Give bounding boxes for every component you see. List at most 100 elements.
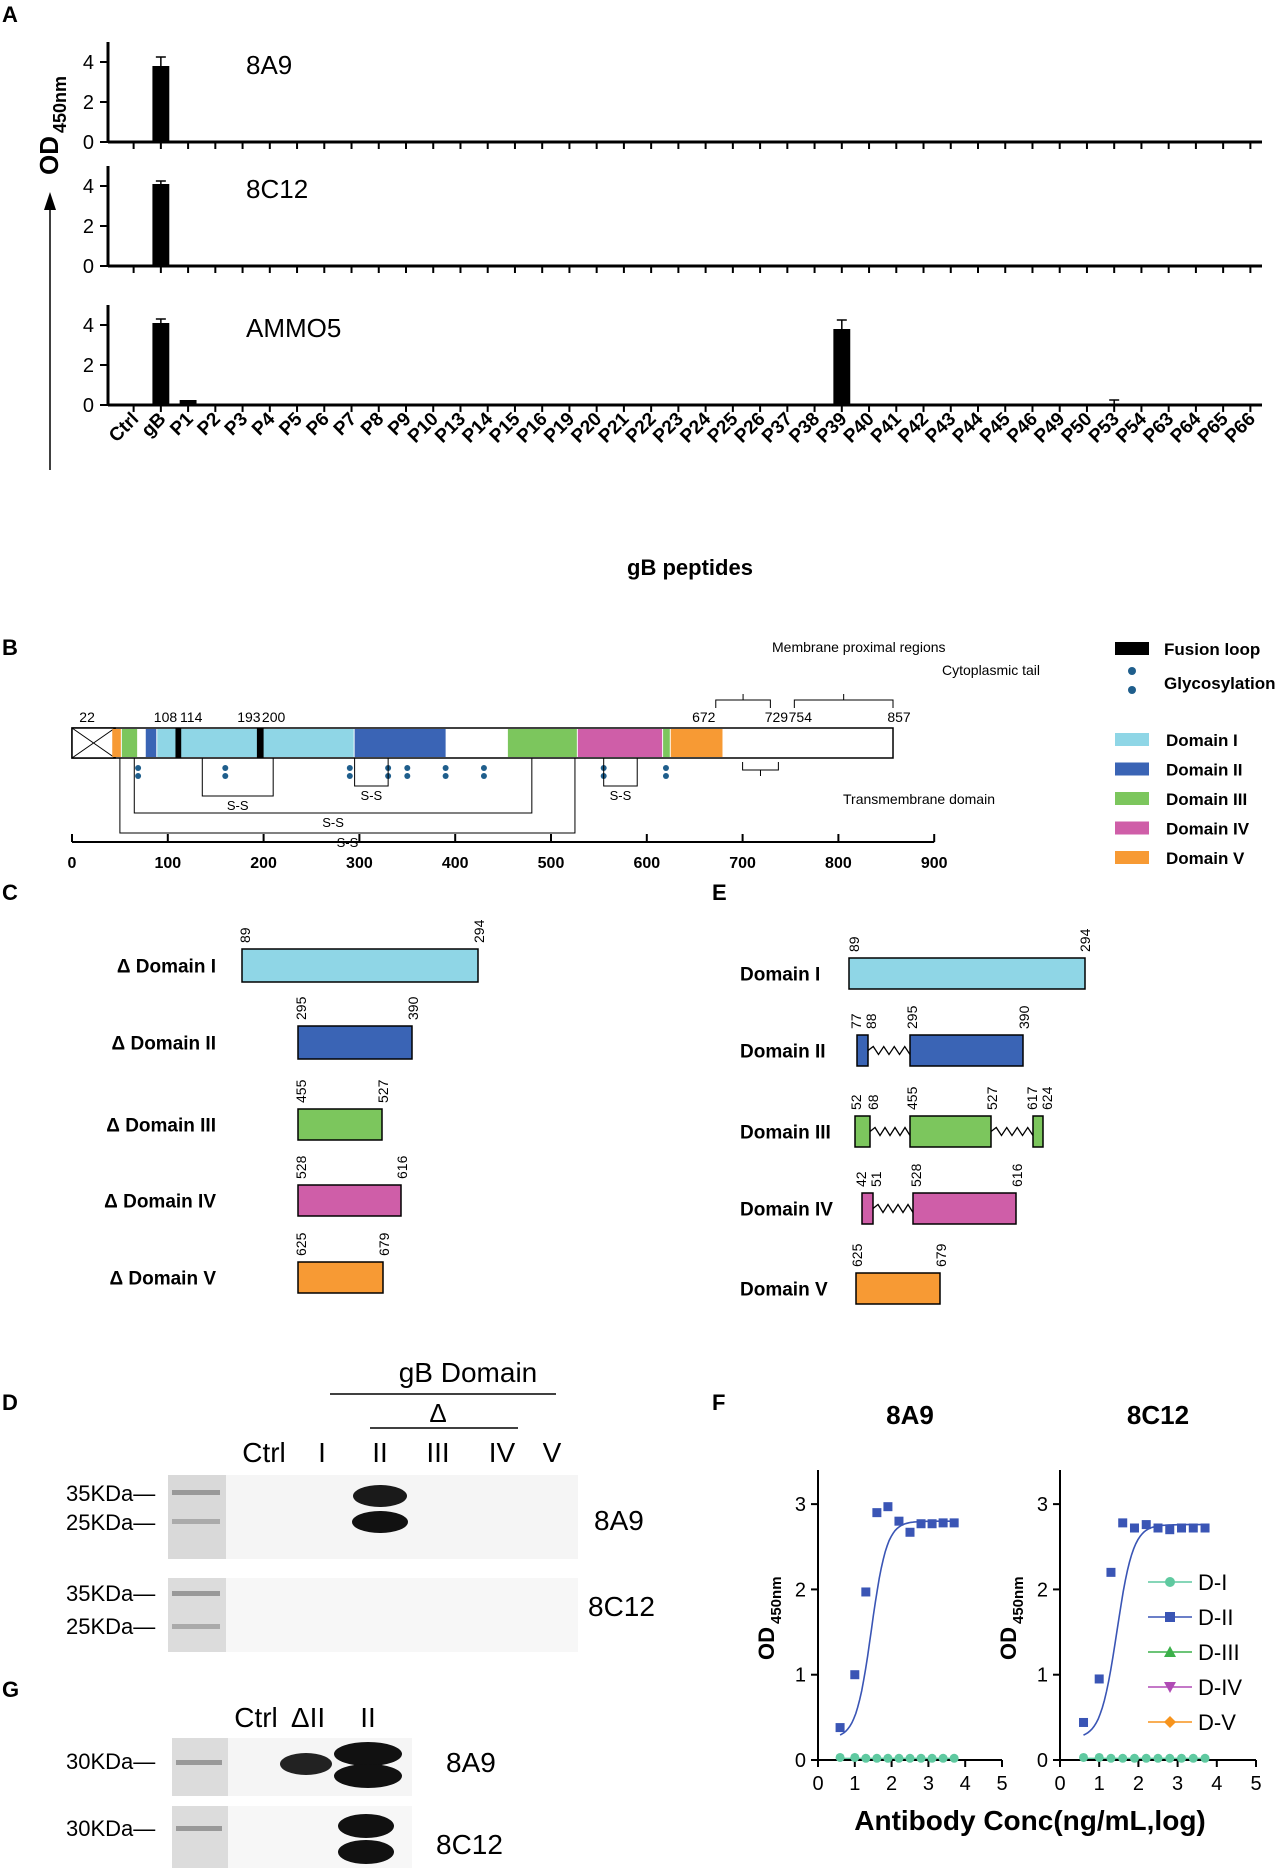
lane-g-ctrl: Ctrl <box>234 1702 278 1733</box>
panel-a-ytick-label-0: 4 <box>83 52 94 74</box>
ss-bridge-2 <box>354 758 389 787</box>
panel-a-ytick-label-2: 0 <box>83 395 94 417</box>
blot-g-8c12-band-ii-upper <box>338 1814 394 1838</box>
blot-8c12-ladder-lane <box>168 1578 226 1652</box>
signal-peptide-cross-b <box>71 727 116 759</box>
panel-letter-f: F <box>712 1390 725 1415</box>
point-d-i-8c12 <box>1106 1753 1116 1763</box>
blot-g-8a9-band-ii-upper <box>334 1742 402 1766</box>
panel-a-ytick-label-0: 0 <box>83 132 94 154</box>
position-label-857: 857 <box>887 709 911 725</box>
point-d-ii-8a9 <box>850 1670 860 1680</box>
legend-marker-d-v <box>1164 1716 1176 1728</box>
domain-segment-7 <box>663 729 670 757</box>
legend-marker-d-iv <box>1164 1682 1176 1693</box>
domain-construct-num-617: 617 <box>1024 1086 1040 1110</box>
delta-domain-start-5: 625 <box>293 1232 309 1256</box>
blot-8a9-ladder-lane <box>168 1475 226 1559</box>
panel-f-ytick-label-8c12-2: 2 <box>1037 1579 1048 1601</box>
blot-g-label-8a9: 8A9 <box>446 1747 496 1778</box>
marker-30kda-8c12: 30KDa— <box>66 1816 155 1841</box>
domain-segment-0 <box>112 729 121 757</box>
panel-f-ytick-label-8a9-3: 3 <box>795 1494 806 1516</box>
bar-8a9-p8 <box>370 141 388 142</box>
delta-domain-label-5: Δ Domain V <box>109 1269 216 1290</box>
sequence-axis-label-900: 900 <box>921 855 948 872</box>
domain-construct-num-527: 527 <box>984 1086 1000 1110</box>
domain-segment-3 <box>157 729 354 757</box>
domain-construct-num-42: 42 <box>853 1171 869 1187</box>
panel-letter-g: G <box>2 1677 19 1702</box>
fusion-loop-0 <box>175 728 182 758</box>
panel-a-arrow-head <box>44 192 56 210</box>
blot-8a9-ladder-band-35 <box>172 1490 220 1495</box>
series-label-ammo5: AMMO5 <box>246 313 341 343</box>
ss-bridge-4 <box>133 758 533 814</box>
glycosylation-icon <box>662 765 669 771</box>
panel-d-delta: Δ <box>429 1398 446 1428</box>
panel-f-ytick-label-8a9-2: 2 <box>795 1579 806 1601</box>
panel-a-ytick-label-0: 2 <box>83 92 94 114</box>
glycosylation-icon <box>1128 686 1136 694</box>
domain-construct-box-5-0 <box>855 1272 941 1305</box>
domain-construct-num-624: 624 <box>1039 1086 1055 1110</box>
delta-domain-end-3: 527 <box>375 1079 391 1103</box>
panel-f-title-8a9: 8A9 <box>886 1400 934 1430</box>
delta-domain-start-4: 528 <box>293 1155 309 1179</box>
legend-marker-d-i <box>1165 1577 1175 1587</box>
glycosylation-icon <box>480 765 487 771</box>
legend-marker-d-ii <box>1165 1612 1175 1622</box>
delta-domain-end-5: 679 <box>376 1232 392 1256</box>
glycosylation-icon <box>442 773 449 779</box>
domain-construct-num-455: 455 <box>904 1086 920 1110</box>
domain-segment-4 <box>354 729 446 757</box>
point-d-i-8a9 <box>905 1753 915 1763</box>
domain-construct-label-3: Domain III <box>740 1123 831 1144</box>
delta-domain-box-1 <box>241 948 479 983</box>
sequence-axis-label-600: 600 <box>633 855 660 872</box>
lane-i: I <box>318 1437 326 1468</box>
legend-label-domain-2: Domain II <box>1166 761 1243 780</box>
delta-domain-label-4: Δ Domain IV <box>104 1192 216 1213</box>
fit-curve-8a9 <box>839 1520 958 1736</box>
point-d-ii-8c12 <box>1153 1523 1163 1533</box>
delta-domain-label-3: Δ Domain III <box>106 1116 216 1137</box>
ss-bridge-3-label: S-S <box>610 788 632 803</box>
domain-construct-box-3-1 <box>909 1115 992 1148</box>
blot-g-8a9-ladder-band <box>176 1760 222 1765</box>
panel-letter-c: C <box>2 880 18 905</box>
domain-construct-box-3-2 <box>1032 1115 1044 1148</box>
blot-g-8a9-ladder-lane <box>172 1738 228 1796</box>
legend-swatch-fusion-loop <box>1115 642 1149 655</box>
panel-a-ytick-label-1: 2 <box>83 216 94 238</box>
blot-g-8c12-ladder-lane <box>172 1806 228 1868</box>
panel-a-ylabel-od: OD <box>34 136 64 175</box>
legend-swatch-domain-2 <box>1115 762 1149 776</box>
blot-g-8c12-band-ii-lower <box>338 1840 394 1864</box>
panel-f-ylabel-sub-8a9: 450nm <box>768 1576 785 1624</box>
legend-label-fusion-loop: Fusion loop <box>1164 640 1260 659</box>
position-label-672: 672 <box>692 709 716 725</box>
sequence-axis-label-800: 800 <box>825 855 852 872</box>
domain-segment-6 <box>577 729 663 757</box>
domain-construct-box-1-0 <box>848 957 1086 990</box>
blot-g-8a9-band-delta-ii <box>280 1753 332 1775</box>
panel-a-ytick-label-1: 0 <box>83 256 94 278</box>
linker-spring-3-1 <box>990 1126 1034 1137</box>
legend-swatch-domain-5 <box>1115 851 1149 864</box>
domain-construct-num-88: 88 <box>863 1013 879 1029</box>
point-d-ii-8a9 <box>883 1502 893 1512</box>
bar-8a9-gb <box>152 66 170 142</box>
panel-f-xtick-label-8c12-1: 1 <box>1094 1773 1105 1795</box>
point-d-i-8a9 <box>938 1753 948 1763</box>
domain-segment-2 <box>145 729 157 757</box>
domain-construct-num-68: 68 <box>865 1094 881 1110</box>
domain-construct-box-4-1 <box>912 1192 1017 1225</box>
point-d-ii-8a9 <box>916 1519 926 1529</box>
panel-f-xtick-label-8c12-2: 2 <box>1133 1773 1144 1795</box>
